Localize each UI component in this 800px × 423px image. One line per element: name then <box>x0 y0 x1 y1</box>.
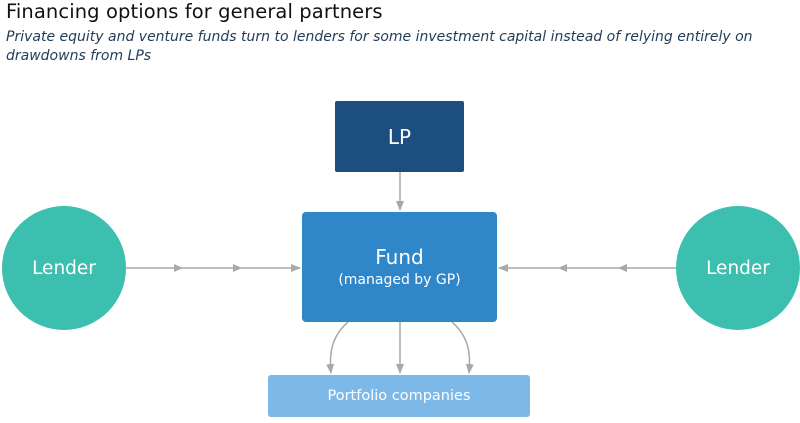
portfolio-node: Portfolio companies <box>268 375 530 417</box>
arrow-chevron-right-2 <box>558 264 567 272</box>
fund-node: Fund (managed by GP) <box>302 212 497 322</box>
lender-left-label: Lender <box>32 257 96 279</box>
lp-label: LP <box>387 124 412 149</box>
fund-sublabel: (managed by GP) <box>338 272 461 288</box>
lender-right-label: Lender <box>706 257 770 279</box>
portfolio-label: Portfolio companies <box>327 388 471 404</box>
diagram-title: Financing options for general partners <box>6 0 383 23</box>
arrow-chevron-right-1 <box>618 264 627 272</box>
arrow-chevron-left-1 <box>174 264 183 272</box>
lender-right-node: Lender <box>676 206 800 330</box>
arrow-chevron-left-2 <box>233 264 242 272</box>
lender-left-node: Lender <box>2 206 126 330</box>
arrow-fund-to-portfolio-left <box>326 321 349 374</box>
arrow-fund-to-portfolio-right <box>451 321 474 374</box>
diagram-subtitle: Private equity and venture funds turn to… <box>6 29 753 64</box>
fund-label: Fund <box>375 245 424 269</box>
lp-node: LP <box>335 101 464 172</box>
